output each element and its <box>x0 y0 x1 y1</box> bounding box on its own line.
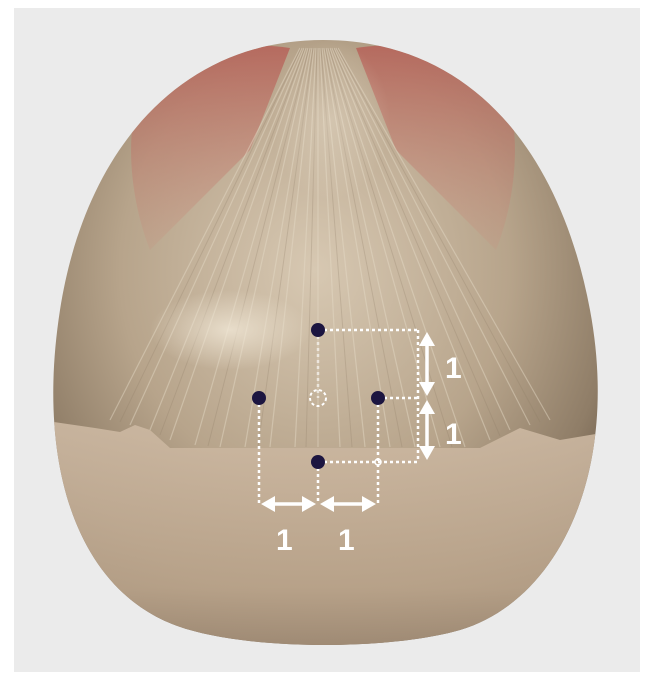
point-top <box>311 323 325 337</box>
point-right <box>371 391 385 405</box>
lower-scalp-region <box>40 420 620 683</box>
point-bottom <box>311 455 325 469</box>
label-vertical-lower: 1 <box>445 418 462 451</box>
label-horizontal-left: 1 <box>276 524 293 557</box>
highlight-2 <box>270 40 390 200</box>
label-vertical-upper: 1 <box>445 352 462 385</box>
highlight <box>150 290 310 370</box>
label-horizontal-right: 1 <box>338 524 355 557</box>
point-left <box>252 391 266 405</box>
